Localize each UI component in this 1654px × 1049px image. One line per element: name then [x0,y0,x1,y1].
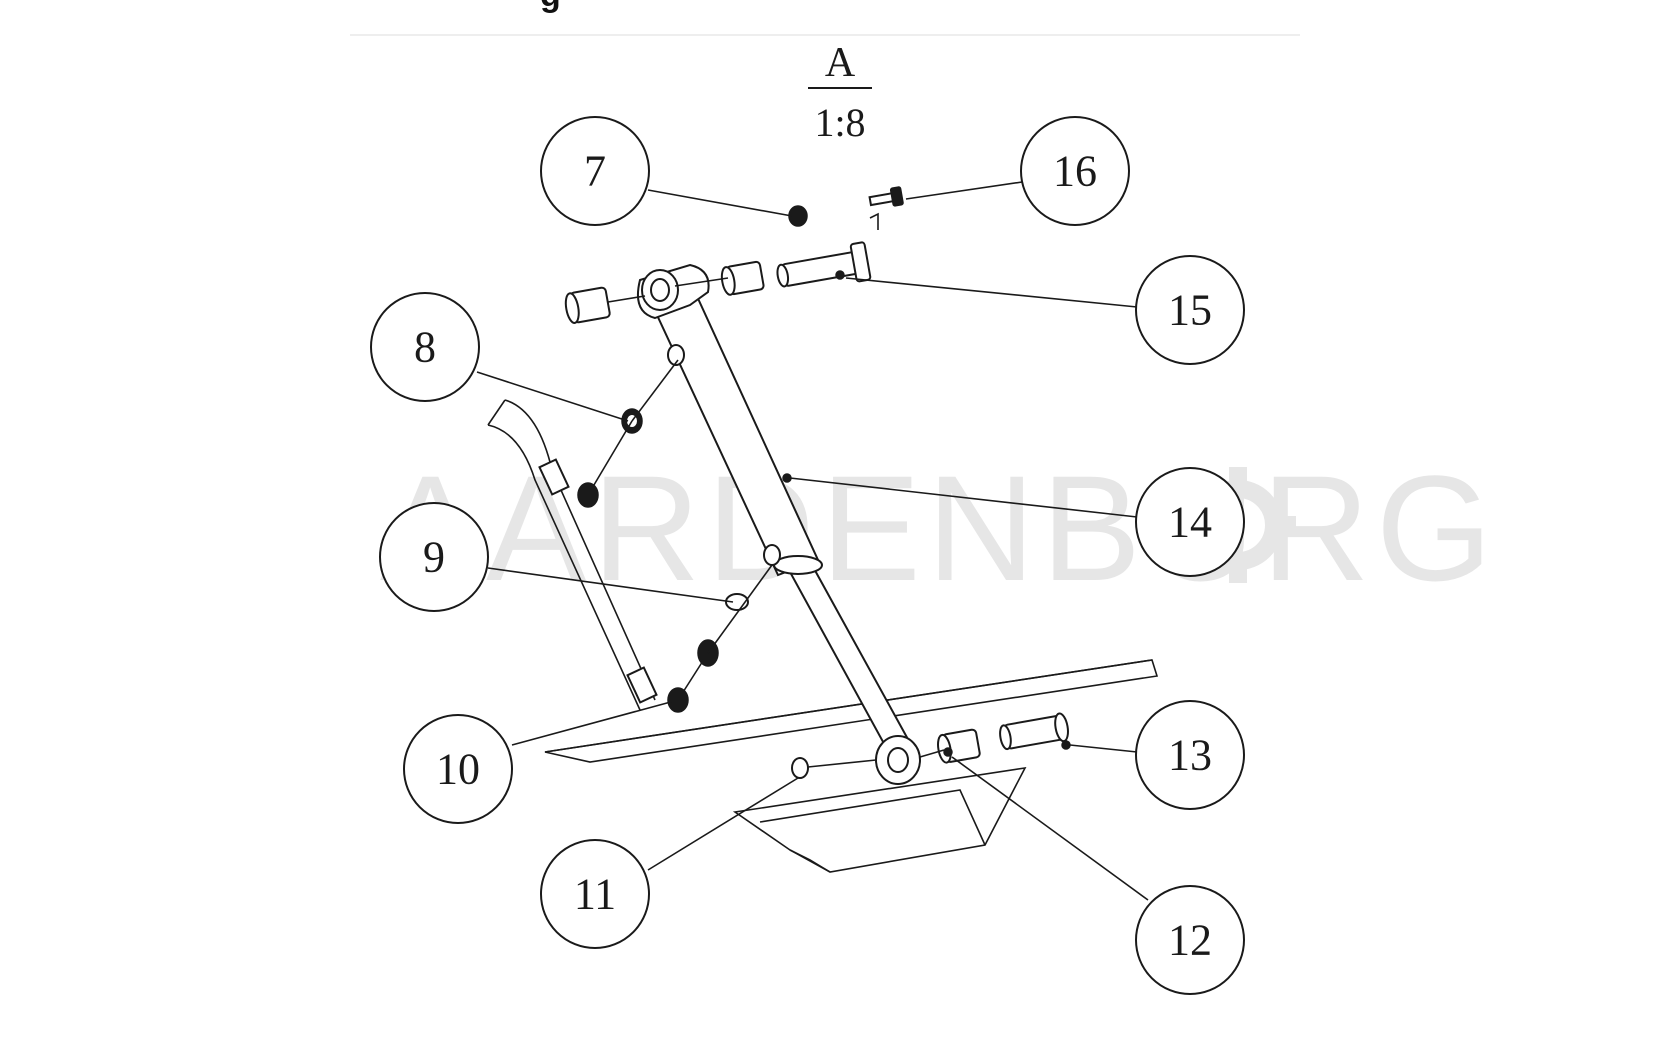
hydraulic-cylinder [636,263,921,785]
balloon-8-label: 8 [414,323,436,372]
view-letter: A [825,40,856,86]
balloon-14: 14 [1135,467,1245,577]
top-pin-assembly [564,186,904,324]
balloon-7: 7 [540,116,650,226]
balloon-14-label: 14 [1168,498,1212,547]
balloon-16-label: 16 [1053,147,1097,196]
view-scale: 1:8 [814,100,865,145]
leader-lines [476,181,1149,901]
balloon-8: 8 [370,292,480,402]
view-label: A 1:8 [808,40,872,145]
balloon-13: 13 [1135,700,1245,810]
balloon-16: 16 [1020,116,1130,226]
balloon-15: 15 [1135,255,1245,365]
bottom-pin-assembly [791,712,1071,779]
balloon-11: 11 [540,839,650,949]
hose-pipe [487,399,658,711]
balloon-12: 12 [1135,885,1245,995]
fittings [577,359,773,713]
lower-bracket [732,766,1027,873]
balloon-7-label: 7 [584,147,606,196]
balloon-10: 10 [403,714,513,824]
balloon-9-label: 9 [423,533,445,582]
heading-fragment: g [540,0,561,14]
balloon-9: 9 [379,502,489,612]
watermark-text: AARDENBURG [380,444,1499,612]
balloon-10-label: 10 [436,745,480,794]
balloon-13-label: 13 [1168,731,1212,780]
balloon-11-label: 11 [574,870,616,919]
balloon-12-label: 12 [1168,916,1212,965]
balloon-15-label: 15 [1168,286,1212,335]
